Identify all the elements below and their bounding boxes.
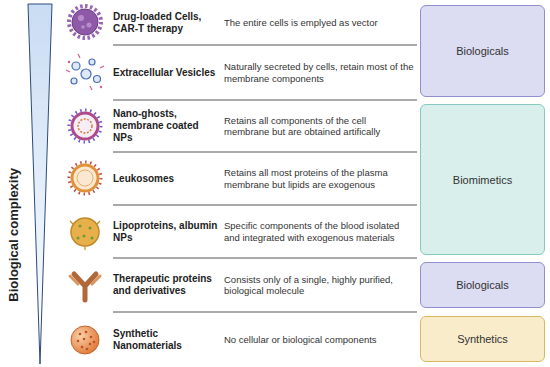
carrier-description: Consists only of a single, highly purifi… — [224, 274, 414, 297]
category-box: Biologicals — [420, 262, 545, 308]
carrier-description: Retains all components of the cell membr… — [224, 115, 414, 138]
leukosome-icon — [69, 162, 101, 194]
carrier-name: Therapeutic proteins and derivatives — [113, 273, 219, 297]
category-box: Synthetics — [420, 316, 545, 362]
antibody-icon — [70, 274, 100, 300]
carrier-description: Naturally secreted by cells, retain most… — [224, 61, 414, 84]
carrier-description: The entire cells is emplyed as vector — [224, 17, 414, 28]
category-box: Biomimetics — [420, 104, 545, 255]
category-label: Biologicals — [456, 279, 509, 291]
nanoparticle-icon — [71, 326, 99, 354]
carrier-name: Leukosomes — [113, 173, 219, 185]
carrier-description: Specific components of the blood isolate… — [224, 220, 414, 243]
carrier-description: No cellular or biological components — [224, 334, 414, 345]
carrier-name: Lipoproteins, albumin NPs — [113, 220, 219, 244]
row-separators — [113, 45, 417, 312]
axis-label: Biological complexity — [6, 168, 22, 302]
category-label: Biologicals — [456, 45, 509, 57]
category-label: Synthetics — [457, 333, 508, 345]
carrier-name: Drug-loaded Cells, CAR-T therapy — [113, 11, 219, 35]
category-label: Biomimetics — [453, 174, 512, 186]
vesicles-icon — [66, 54, 104, 90]
carrier-name: Extracellular Vesicles — [113, 67, 219, 79]
carrier-name: Nano-ghosts, membrane coated NPs — [113, 108, 219, 144]
lipoprotein-icon — [70, 218, 100, 250]
carrier-name: Synthetic Nanomaterials — [113, 328, 219, 352]
complexity-triangle — [28, 4, 52, 364]
nanoghost-icon — [69, 110, 101, 142]
category-box: Biologicals — [420, 5, 545, 97]
carrier-description: Retains all most proteins of the plasma … — [224, 167, 414, 190]
cell-icon — [69, 6, 101, 38]
